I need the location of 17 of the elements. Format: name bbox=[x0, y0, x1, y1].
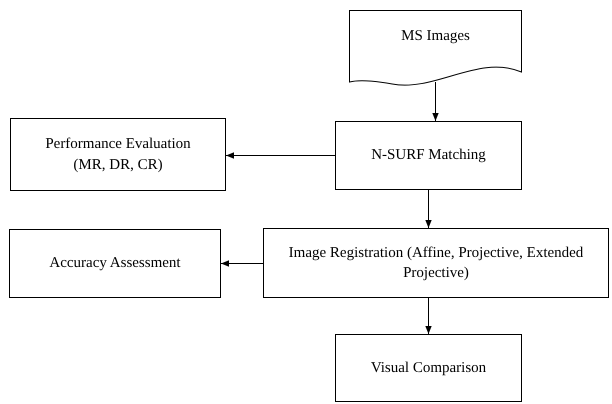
node-text: Performance Evaluation (MR, DR, CR) bbox=[44, 135, 192, 174]
process-box bbox=[263, 228, 609, 298]
node-text: MS Images bbox=[401, 27, 470, 46]
document-shape bbox=[349, 10, 522, 88]
arrow bbox=[425, 190, 432, 228]
process-box bbox=[10, 118, 226, 191]
arrow bbox=[425, 298, 432, 334]
arrow bbox=[226, 152, 336, 159]
arrow bbox=[432, 82, 439, 122]
node-text: Visual Comparison bbox=[370, 358, 486, 378]
process-box bbox=[335, 334, 522, 402]
node-text: Image Registration (Affine, Projective, Extended Projective) bbox=[288, 244, 584, 283]
process-box bbox=[335, 121, 522, 190]
arrow bbox=[220, 260, 264, 267]
process-box bbox=[9, 229, 221, 298]
node-text: N-SURF Matching bbox=[371, 146, 486, 166]
node-text: Accuracy Assessment bbox=[49, 254, 181, 274]
